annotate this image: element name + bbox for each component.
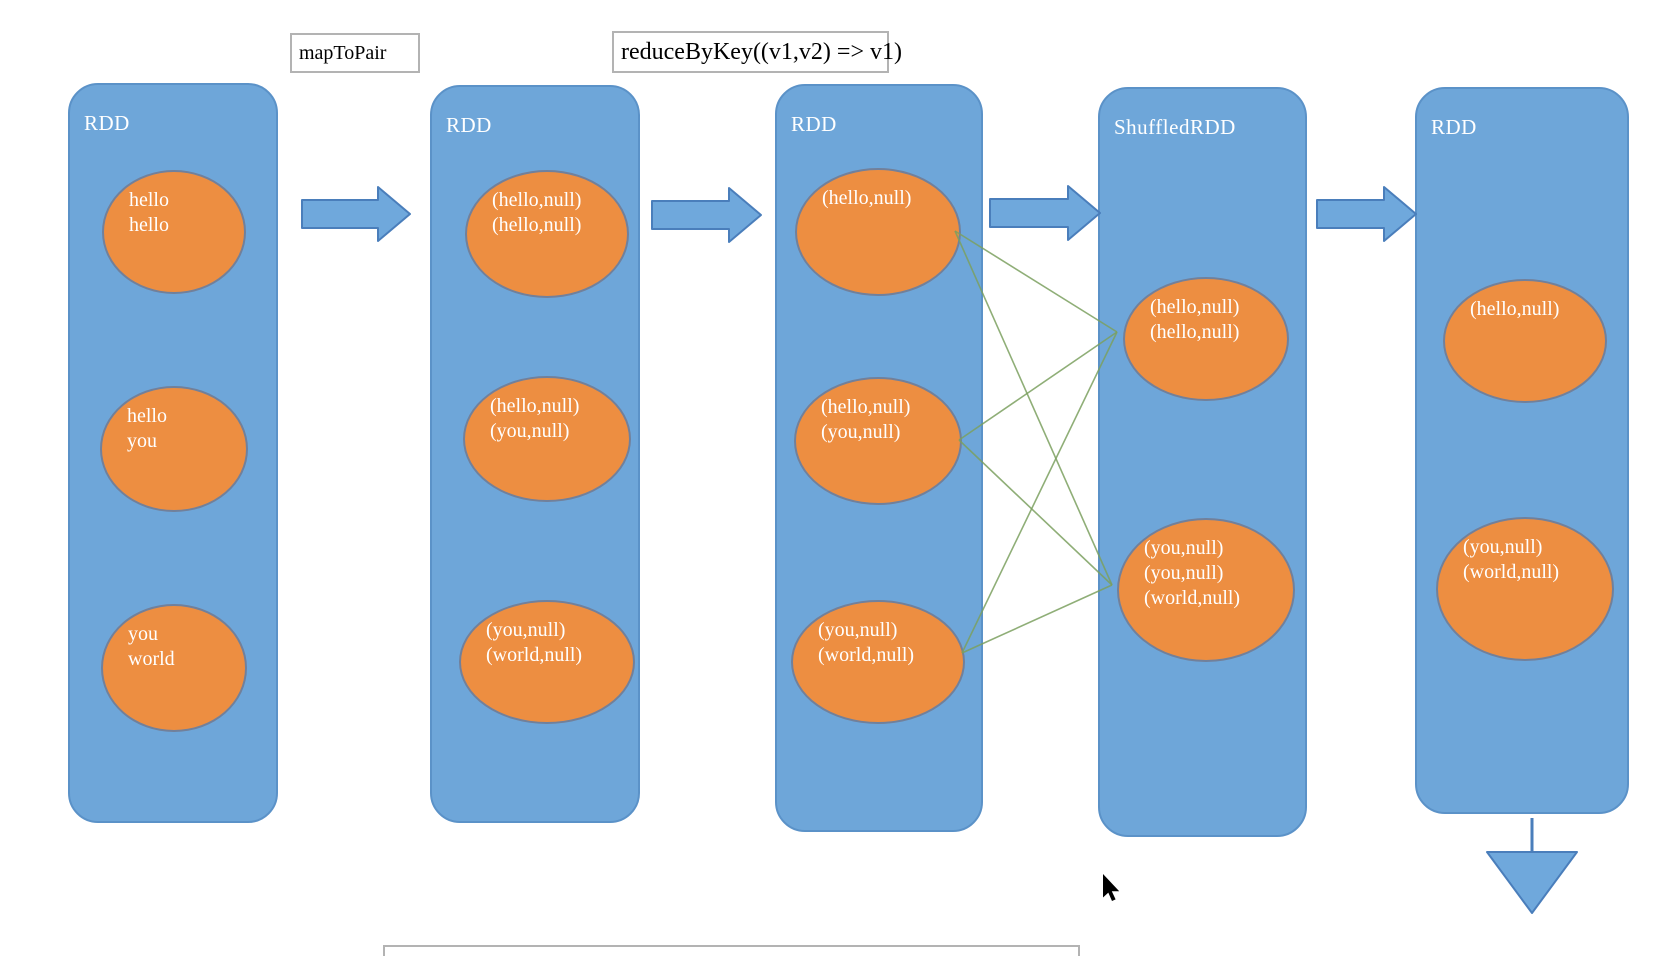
shuffle-link-line (961, 584, 1113, 654)
partition-records: (hello,null) (you,null) (490, 395, 580, 442)
partition-ellipse: (hello,null) (you,null) (463, 376, 631, 502)
partition-records: (you,null) (world,null) (818, 619, 915, 666)
right-arrow-icon (1316, 186, 1417, 242)
partition-ellipse: (hello,null) (1443, 279, 1607, 403)
partition-records: hello hello (129, 189, 169, 236)
partition-records: (hello,null) (hello,null) (1150, 296, 1240, 343)
rdd-column-3: RDD (hello,null) (hello,null) (you,null) (y… (775, 84, 983, 832)
right-arrow-icon (651, 187, 762, 243)
partition-ellipse: hello you (100, 386, 248, 512)
partition-ellipse: (hello,null) (hello,null) (1123, 277, 1289, 401)
right-arrow-icon (989, 185, 1101, 241)
mouse-pointer-icon (1102, 871, 1122, 903)
partition-records: hello you (127, 405, 167, 452)
rdd-column-5: RDD (hello,null) (you,null) (world,null) (1415, 87, 1629, 814)
down-arrow-icon (1486, 851, 1578, 914)
right-arrow-icon (301, 186, 411, 242)
partition-ellipse: (hello,null) (795, 168, 961, 296)
partition-records: (hello,null) (822, 187, 912, 209)
rdd-column-2: RDD (hello,null) (hello,null) (hello,null)… (430, 85, 640, 823)
partition-ellipse: (hello,null) (hello,null) (465, 170, 629, 298)
partition-ellipse: (you,null) (world,null) (459, 600, 635, 724)
rdd-column-title: RDD (84, 111, 130, 135)
rdd-column-title: ShuffledRDD (1114, 115, 1236, 139)
partition-ellipse: hello hello (102, 170, 246, 294)
partition-ellipse: (hello,null) (you,null) (794, 377, 962, 505)
rdd-column-title: RDD (1431, 115, 1477, 139)
reducebykey-label-box: reduceByKey((v1,v2) => v1) (612, 31, 902, 73)
rdd-column-4: ShuffledRDD (hello,null) (hello,null) (you… (1098, 87, 1307, 837)
shuffle-link-line (961, 331, 1118, 654)
partition-records: (you,null) (world,null) (1463, 536, 1560, 583)
partition-ellipse: (you,null) (world,null) (1436, 517, 1614, 661)
partition-records: (you,null) (world,null) (486, 619, 583, 666)
reducebykey-label: reduceByKey((v1,v2) => v1) (621, 38, 902, 65)
rdd-column-title: RDD (791, 112, 837, 136)
partition-records: you world (128, 623, 175, 670)
partition-ellipse: you world (101, 604, 247, 732)
partition-records: (you,null) (you,null) (world,null) (1144, 537, 1241, 609)
partition-ellipse: (you,null) (you,null) (world,null) (1117, 518, 1295, 662)
partition-records: (hello,null) (you,null) (821, 396, 911, 443)
bottom-partial-box (383, 945, 1080, 956)
maptopair-label: mapToPair (299, 41, 387, 64)
rdd-column-title: RDD (446, 113, 492, 137)
partition-records: (hello,null) (1470, 298, 1560, 320)
maptopair-label-box: mapToPair (290, 33, 420, 73)
rdd-column-1: RDD hello hello hello you you world (68, 83, 278, 823)
partition-ellipse: (you,null) (world,null) (791, 600, 965, 724)
partition-records: (hello,null) (hello,null) (492, 189, 582, 236)
